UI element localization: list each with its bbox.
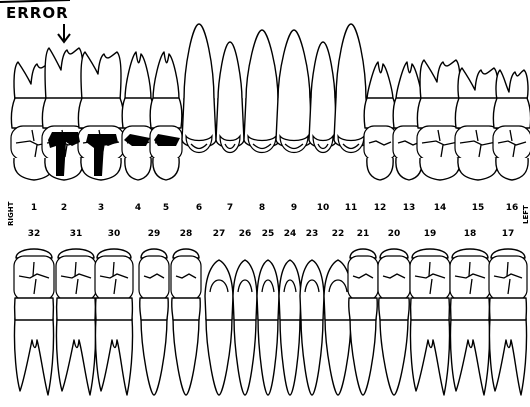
lower-tooth-number: 25 <box>262 229 275 239</box>
tooth-27 <box>205 260 233 395</box>
lower-tooth-number: 18 <box>464 229 477 239</box>
tooth-30 <box>95 249 133 395</box>
upper-tooth-number: 4 <box>135 203 141 213</box>
right-side-label: RIGHT <box>7 201 15 226</box>
upper-tooth-number: 12 <box>374 203 387 213</box>
tooth-23 <box>300 260 324 395</box>
upper-tooth-number: 5 <box>163 203 169 213</box>
upper-arch <box>11 24 530 180</box>
lower-tooth-number: 22 <box>332 229 345 239</box>
tooth-7 <box>216 42 244 153</box>
upper-tooth-number: 16 <box>506 203 519 213</box>
tooth-31 <box>56 249 96 395</box>
tooth-5 <box>150 52 182 180</box>
annotation-underline <box>0 0 70 2</box>
tooth-20 <box>378 249 410 395</box>
tooth-6 <box>182 24 216 153</box>
tooth-8 <box>244 30 280 153</box>
error-label: ERROR <box>6 4 69 22</box>
tooth-25 <box>257 260 279 395</box>
lower-tooth-number: 21 <box>357 229 370 239</box>
upper-tooth-number: 6 <box>196 203 202 213</box>
tooth-12 <box>364 62 396 180</box>
tooth-32 <box>14 249 54 395</box>
upper-tooth-number: 15 <box>472 203 485 213</box>
tooth-11 <box>334 24 368 153</box>
tooth-19 <box>410 249 450 395</box>
upper-tooth-number: 3 <box>98 203 104 213</box>
tooth-16 <box>493 70 530 180</box>
tooth-18 <box>450 249 490 395</box>
lower-tooth-number: 23 <box>306 229 319 239</box>
lower-tooth-numbers: 32 31 30 29 28 27 26 25 24 23 22 21 20 19 18 17 <box>28 229 515 239</box>
tooth-28 <box>171 249 201 395</box>
tooth-9 <box>276 30 312 153</box>
lower-tooth-number: 28 <box>180 229 193 239</box>
lower-tooth-number: 31 <box>70 229 83 239</box>
lower-tooth-number: 30 <box>108 229 121 239</box>
lower-tooth-number: 20 <box>388 229 401 239</box>
upper-tooth-number: 1 <box>31 203 37 213</box>
lower-arch <box>14 249 527 395</box>
upper-tooth-number: 2 <box>61 203 67 213</box>
down-arrow-icon <box>58 24 70 42</box>
tooth-17 <box>489 249 527 395</box>
tooth-24 <box>279 260 301 395</box>
lower-tooth-number: 27 <box>213 229 226 239</box>
lower-tooth-number: 24 <box>284 229 297 239</box>
tooth-29 <box>139 249 169 395</box>
upper-tooth-number: 8 <box>259 203 265 213</box>
upper-tooth-number: 9 <box>291 203 297 213</box>
lower-tooth-number: 19 <box>424 229 437 239</box>
tooth-4 <box>122 52 154 180</box>
upper-tooth-number: 7 <box>227 203 233 213</box>
tooth-10 <box>309 42 337 153</box>
upper-tooth-number: 13 <box>403 203 416 213</box>
upper-tooth-number: 11 <box>345 203 358 213</box>
lower-tooth-number: 32 <box>28 229 41 239</box>
upper-tooth-number: 10 <box>317 203 330 213</box>
lower-tooth-number: 17 <box>502 229 515 239</box>
left-side-label: LEFT <box>522 205 530 224</box>
tooth-21 <box>348 249 378 395</box>
upper-tooth-number: 14 <box>434 203 447 213</box>
lower-tooth-number: 29 <box>148 229 161 239</box>
tooth-26 <box>233 260 257 395</box>
lower-tooth-number: 26 <box>239 229 252 239</box>
